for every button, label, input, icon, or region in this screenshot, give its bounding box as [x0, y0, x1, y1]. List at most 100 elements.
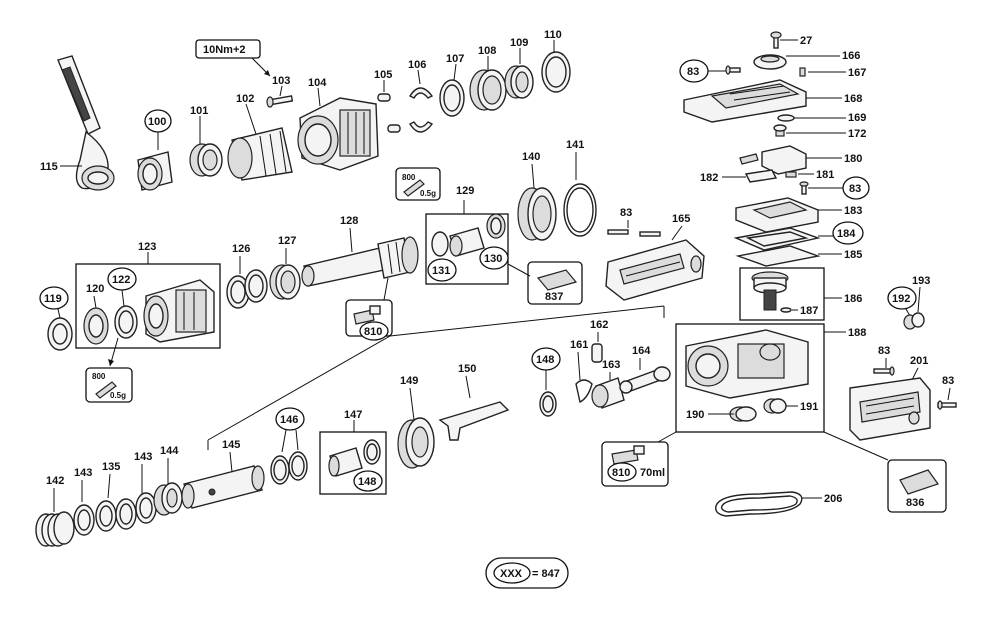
part-83-side-screw-b [937, 400, 957, 410]
label-105: 105 [374, 69, 392, 81]
label-186: 186 [844, 293, 862, 305]
part-164-connecting-rod [619, 366, 671, 394]
part-120-bearing [83, 307, 109, 345]
part-145-cylinder [181, 465, 265, 509]
label-161: 161 [570, 339, 588, 351]
part-123-clutch-assembly [143, 279, 215, 343]
part-146-orings [270, 451, 308, 485]
label-165: 165 [672, 213, 690, 225]
part-141-circlip [563, 183, 597, 237]
label-145: 145 [222, 439, 240, 451]
label-147: 147 [344, 409, 362, 421]
part-162-pin [591, 343, 603, 363]
part-143-washer-a [73, 504, 95, 536]
part-142-spring [35, 511, 75, 547]
part-182-bracket [744, 169, 778, 183]
label-836: 836 [906, 497, 924, 509]
part-147-striker [328, 439, 381, 477]
label-122: 122 [112, 274, 130, 286]
part-172-plug [773, 124, 787, 137]
label-83-mid: 83 [620, 207, 632, 219]
part-83-switch-screw [799, 181, 809, 195]
label-167: 167 [848, 67, 866, 79]
label-102: 102 [236, 93, 254, 105]
label-101: 101 [190, 105, 208, 117]
label-129: 129 [456, 185, 474, 197]
part-206-belt [715, 491, 803, 517]
label-837: 837 [545, 291, 563, 303]
label-810-upper: 810 [364, 326, 382, 338]
part-143-washer-b [115, 492, 157, 530]
label-83-side-a: 83 [878, 345, 890, 357]
label-191: 191 [800, 401, 818, 413]
part-191-bearing [763, 398, 787, 414]
label-110: 110 [544, 29, 562, 41]
label-142: 142 [46, 475, 64, 487]
part-163-piston [591, 377, 625, 409]
part-103-screw [266, 95, 294, 108]
label-168: 168 [844, 93, 862, 105]
part-144-ring [153, 482, 183, 516]
label-27: 27 [800, 35, 812, 47]
label-193: 193 [912, 275, 930, 287]
label-109: 109 [510, 37, 528, 49]
part-188-gear-housing [685, 329, 809, 399]
part-186-gear [751, 271, 792, 313]
part-100-collar [137, 151, 173, 191]
part-135-washer [95, 500, 117, 532]
grease-lower-weight: 0.5g [110, 391, 126, 400]
part-148-oring [539, 391, 557, 417]
part-109-ring [504, 65, 534, 99]
label-201: 201 [910, 355, 928, 367]
label-115: 115 [40, 161, 58, 173]
part-161-clip [575, 379, 593, 404]
label-143-first: 143 [74, 467, 92, 479]
label-188: 188 [848, 327, 866, 339]
part-83-cover-screw [725, 65, 741, 75]
label-180: 180 [844, 153, 862, 165]
part-106-clip [408, 87, 434, 133]
label-810-lower: 810 [612, 467, 630, 479]
part-108-bearing [469, 69, 507, 111]
label-150: 150 [458, 363, 476, 375]
part-181-spring [785, 171, 797, 178]
part-122-seal [114, 305, 138, 339]
label-185: 185 [844, 249, 862, 261]
label-162: 162 [590, 319, 608, 331]
part-83-side-screw-a [873, 366, 895, 376]
label-169: 169 [848, 112, 866, 124]
part-115-side-handle [57, 55, 115, 191]
label-130: 130 [484, 253, 502, 265]
label-143-second: 143 [134, 451, 152, 463]
label-100: 100 [148, 116, 166, 128]
label-148-lower: 148 [358, 476, 376, 488]
label-126: 126 [232, 243, 250, 255]
label-107: 107 [446, 53, 464, 65]
part-190-bearing [729, 406, 757, 422]
part-168-top-cover [683, 79, 807, 123]
label-128: 128 [340, 215, 358, 227]
grease-upper-amount: 800 [402, 173, 416, 182]
part-180-switch-block [739, 145, 807, 175]
part-110-washer [541, 51, 571, 93]
label-83-side-b: 83 [942, 375, 954, 387]
label-140: 140 [522, 151, 540, 163]
part-169-seal [777, 114, 795, 122]
part-201-side-cover [849, 377, 931, 441]
part-166-knob [753, 54, 787, 70]
label-123: 123 [138, 241, 156, 253]
part-167-spring [799, 67, 806, 77]
grease-upper-weight: 0.5g [420, 189, 436, 198]
torque-note: 10Nm+2 [203, 44, 246, 56]
label-144: 144 [160, 445, 179, 457]
label-172: 172 [848, 128, 866, 140]
label-183: 183 [844, 205, 862, 217]
part-102-sleeve [227, 127, 293, 181]
legend-oval-text: XXX [500, 568, 523, 580]
part-129-gear-assembly [431, 213, 506, 257]
label-119: 119 [44, 293, 62, 305]
label-164: 164 [632, 345, 651, 357]
label-163: 163 [602, 359, 620, 371]
part-165-side-cover [605, 239, 705, 301]
label-146: 146 [280, 414, 298, 426]
